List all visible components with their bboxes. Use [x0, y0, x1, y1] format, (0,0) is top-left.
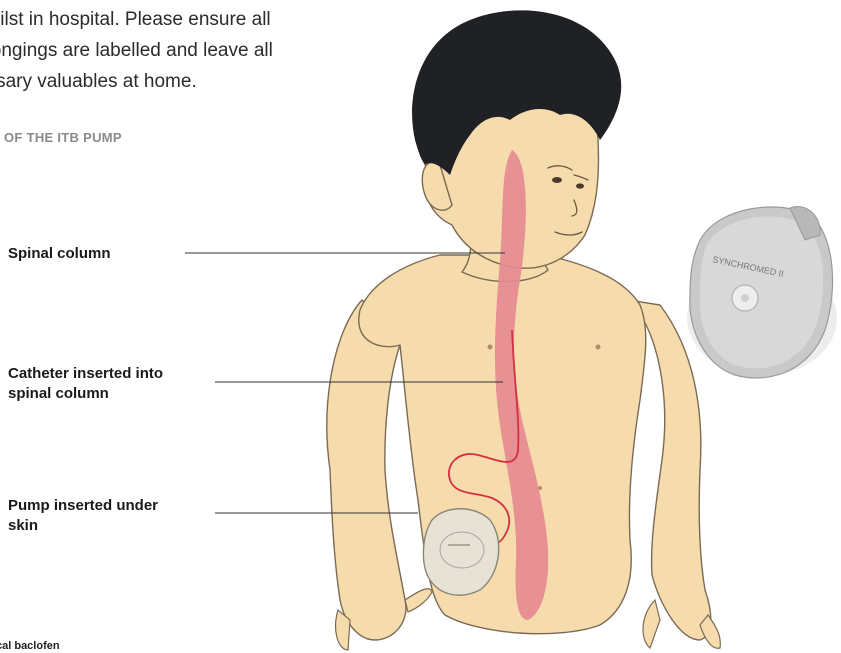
label-text: Catheter inserted into — [8, 364, 163, 384]
label-text: spinal column — [8, 384, 163, 404]
implanted-pump — [423, 509, 498, 595]
label-text: skin — [8, 516, 158, 536]
label-text: Pump inserted under — [8, 496, 158, 516]
label-pump: Pump inserted under skin — [8, 496, 158, 536]
pump-device: SYNCHROMED II — [687, 207, 837, 378]
footer-text: cal baclofen — [0, 640, 60, 652]
label-catheter: Catheter inserted into spinal column — [8, 364, 163, 404]
label-text: Spinal column — [8, 244, 111, 264]
label-spinal-column: Spinal column — [8, 244, 111, 264]
